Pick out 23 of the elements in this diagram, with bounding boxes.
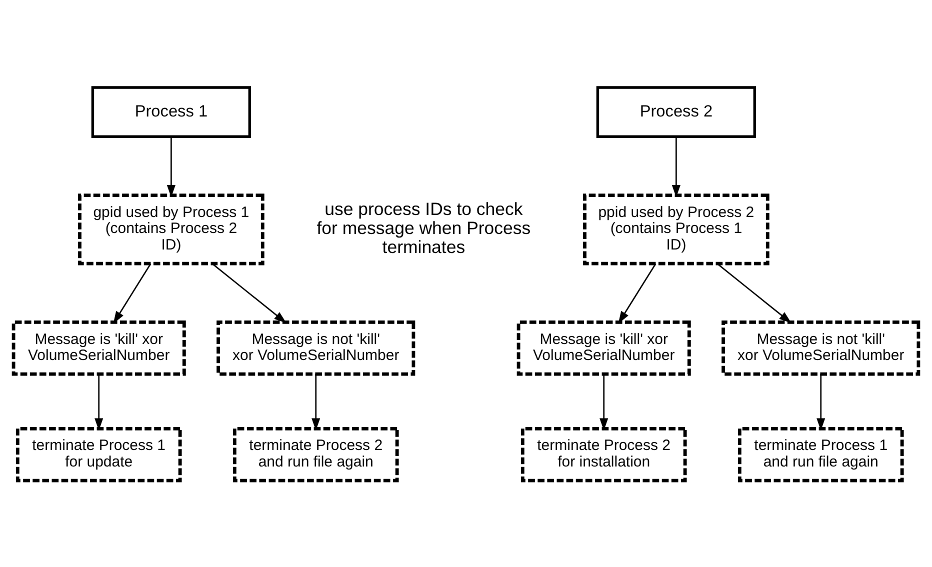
node-box: Process 1	[91, 86, 252, 138]
node-box: ppid used by Process 2 (contains Process 1 ID)	[583, 193, 770, 265]
node-box: gpid used by Process 1 (contains Process 2 ID)	[78, 193, 264, 265]
arrow	[212, 262, 286, 323]
node-box: terminate Process 2 and run file again	[232, 426, 399, 482]
node-box: terminate Process 1 for update	[16, 426, 182, 482]
node-box: Message is not 'kill' xor VolumeSerialNumber	[216, 320, 416, 376]
node-box: terminate Process 2 for installation	[520, 426, 687, 482]
arrow	[600, 374, 608, 430]
arrow	[166, 136, 176, 197]
node-box: Message is 'kill' xor VolumeSerialNumber	[516, 320, 691, 376]
arrow	[618, 262, 656, 324]
arrow	[94, 374, 104, 430]
node-box: Message is 'kill' xor VolumeSerialNumber	[12, 320, 186, 376]
arrow	[672, 136, 680, 197]
label: use process IDs to check for message when Process terminates	[316, 198, 531, 257]
node-box: Process 2	[596, 86, 756, 138]
node-box: Message is not 'kill' xor VolumeSerialNumber	[722, 320, 920, 376]
arrow	[716, 262, 792, 323]
arrow	[113, 262, 152, 324]
arrow	[312, 374, 320, 430]
arrow	[816, 374, 826, 430]
node-box: terminate Process 1 and run file again	[738, 426, 904, 482]
